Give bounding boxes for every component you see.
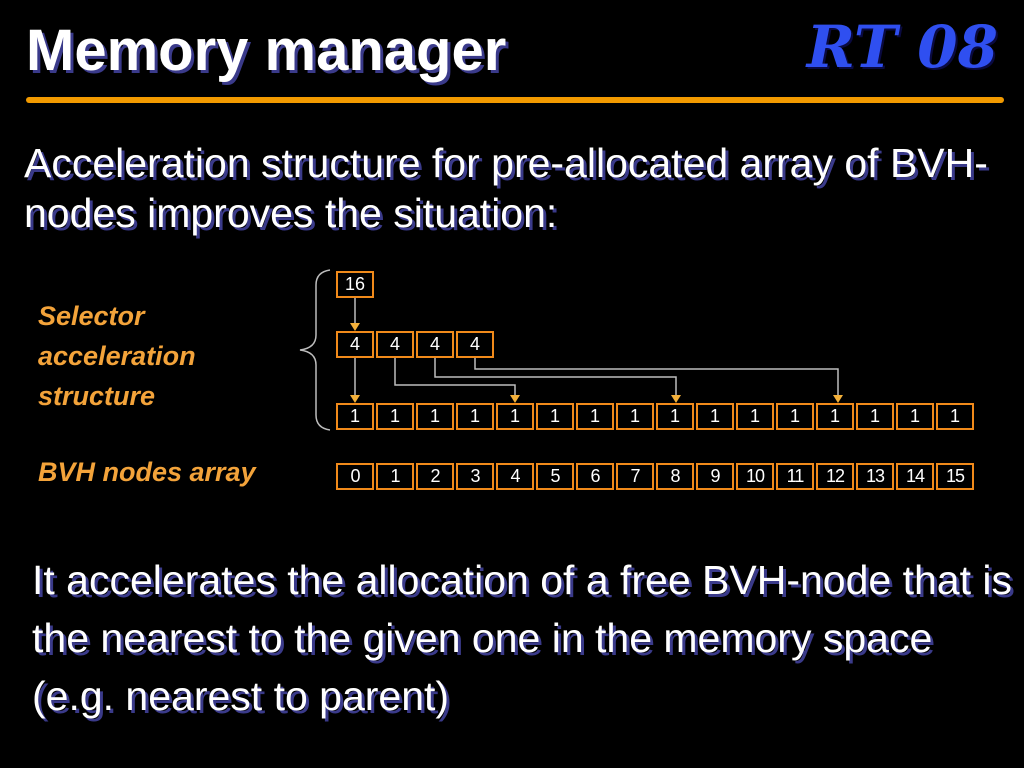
cell: 1 [336, 403, 374, 430]
cell: 1 [936, 403, 974, 430]
arrowhead [671, 395, 681, 403]
title-underline [26, 97, 1004, 103]
arrow-selector3 [474, 358, 839, 397]
selector-brace [299, 269, 331, 431]
cell: 5 [536, 463, 574, 490]
cell: 1 [616, 403, 654, 430]
cell: 4 [456, 331, 494, 358]
cell: 12 [816, 463, 854, 490]
cell: 4 [336, 331, 374, 358]
cell: 1 [536, 403, 574, 430]
cell: 1 [576, 403, 614, 430]
cell: 13 [856, 463, 894, 490]
arrow-selector2 [434, 358, 677, 397]
slide-title: Memory manager [26, 18, 507, 83]
intro-text: Acceleration structure for pre-allocated… [24, 140, 988, 236]
cell: 16 [336, 271, 374, 298]
flags-row: 1 1 1 1 1 1 1 1 1 1 1 1 1 1 1 1 [336, 403, 974, 430]
cell: 15 [936, 463, 974, 490]
selector-row: 4 4 4 4 [336, 331, 494, 358]
cell: 1 [896, 403, 934, 430]
cell: 1 [816, 403, 854, 430]
cell: 7 [616, 463, 654, 490]
cell: 8 [656, 463, 694, 490]
cell: 1 [456, 403, 494, 430]
cell: 1 [416, 403, 454, 430]
cell: 2 [416, 463, 454, 490]
cell: 6 [576, 463, 614, 490]
cell: 11 [776, 463, 814, 490]
cell: 1 [856, 403, 894, 430]
cell: 4 [416, 331, 454, 358]
selector-label: Selector acceleration structure [38, 301, 196, 411]
bvh-array-label: BVH nodes array [38, 457, 256, 487]
cell: 3 [456, 463, 494, 490]
cell: 0 [336, 463, 374, 490]
cell: 1 [496, 403, 534, 430]
arrowhead [510, 395, 520, 403]
cell: 1 [656, 403, 694, 430]
cell: 9 [696, 463, 734, 490]
cell: 1 [376, 463, 414, 490]
arrowhead [350, 395, 360, 403]
cell: 1 [776, 403, 814, 430]
cell: 4 [376, 331, 414, 358]
cell: 1 [376, 403, 414, 430]
course-badge: RT 08 [806, 13, 998, 81]
arrowhead [833, 395, 843, 403]
cell: 14 [896, 463, 934, 490]
cell: 4 [496, 463, 534, 490]
arrowhead [350, 323, 360, 331]
conclusion-text: It accelerates the allocation of a free … [32, 557, 1012, 719]
top-row: 16 [336, 271, 374, 298]
arrow-selector1 [394, 358, 516, 397]
cell: 1 [736, 403, 774, 430]
cell: 1 [696, 403, 734, 430]
cell: 10 [736, 463, 774, 490]
index-row: 0 1 2 3 4 5 6 7 8 9 10 11 12 13 14 15 [336, 463, 974, 490]
